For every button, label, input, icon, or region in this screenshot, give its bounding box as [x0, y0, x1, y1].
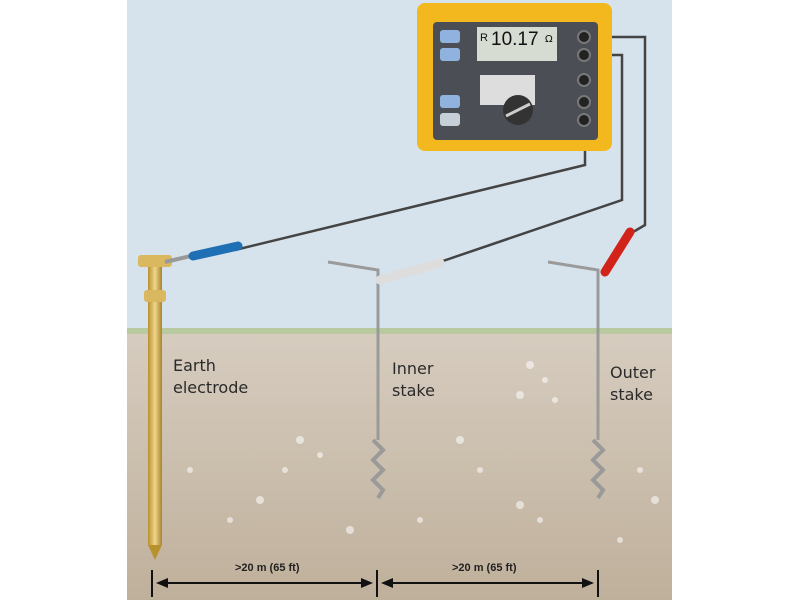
blue-lead-clip [164, 241, 243, 264]
gray-lead-clip [375, 258, 445, 285]
earth-ground-tester [417, 3, 612, 151]
inner-stake [327, 260, 386, 500]
outer-stake [547, 260, 606, 500]
reading-unit: Ω [545, 34, 553, 45]
earth-electrode-rod [138, 255, 172, 560]
reading-prefix: R [480, 32, 488, 44]
distance-label-1: >20 m (65 ft) [235, 562, 300, 574]
arrowheads [156, 578, 594, 588]
red-lead-clip [600, 227, 635, 277]
lcd-display [477, 27, 557, 61]
distance-label-2: >20 m (65 ft) [452, 562, 517, 574]
soil [127, 334, 672, 600]
label-inner-stake: Inner stake [392, 359, 435, 400]
label-earth-electrode: Earth electrode [173, 356, 249, 397]
label-outer-stake: Outer stake [610, 363, 656, 404]
soil-texture [187, 361, 659, 543]
grass-line [127, 328, 672, 336]
meter-reading: 10.17 [491, 29, 539, 50]
dimension-lines [151, 570, 599, 597]
